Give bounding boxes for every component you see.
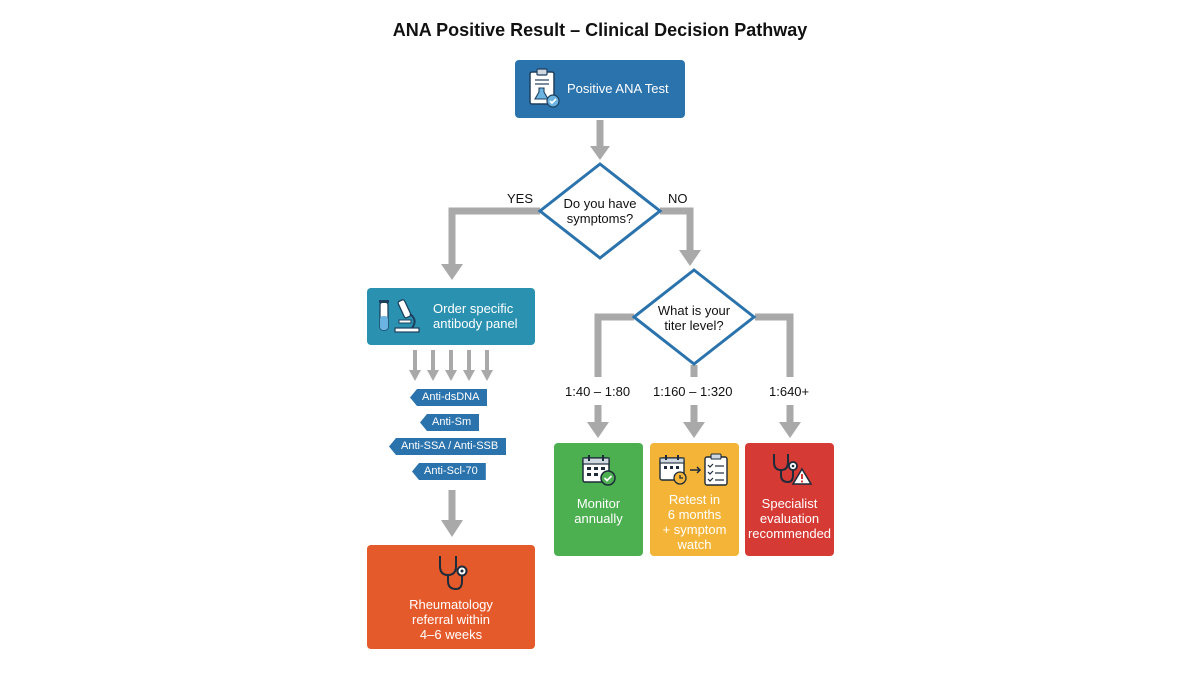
outcome-retest-line4: watch	[677, 537, 712, 552]
antibody-panel-node: Order specific antibody panel	[367, 288, 535, 345]
start-label: Positive ANA Test	[567, 81, 669, 96]
outcome-monitor-line2: annually	[574, 511, 623, 526]
decision-symptoms-line2: symptoms?	[566, 211, 634, 226]
calendar-clipboard-icon	[659, 453, 728, 486]
arrow-no	[660, 207, 694, 252]
outcome-retest-label: Retest in 6 months + symptom watch	[650, 492, 739, 552]
panel-label: Order specific antibody panel	[433, 301, 518, 331]
referral-line2: referral within	[411, 612, 491, 627]
antibody-tag-scl70: Anti-Scl-70	[412, 463, 486, 480]
outcome-retest-line2: 6 months	[667, 507, 722, 522]
arrowhead	[679, 250, 701, 266]
outcome-monitor-label: Monitor annually	[554, 496, 643, 526]
stethoscope-icon	[439, 556, 468, 591]
outcome-specialist-line2: evaluation	[759, 511, 820, 526]
decision-titer-line2: titer level?	[664, 318, 724, 333]
arrow-titer-low-top	[594, 313, 634, 377]
referral-line1: Rheumatology	[409, 597, 493, 612]
outcome-retest: Retest in 6 months + symptom watch	[650, 443, 739, 556]
outcome-specialist-label: Specialist evaluation recommended	[745, 496, 834, 541]
branch-no-label: NO	[668, 191, 688, 206]
stethoscope-warning-icon	[773, 454, 813, 485]
outcome-specialist-line1: Specialist	[761, 496, 818, 511]
antibody-tag-sm: Anti-Sm	[420, 414, 480, 431]
decision-titer-text: What is your titer level?	[650, 303, 738, 333]
titer-label-low: 1:40 – 1:80	[565, 384, 631, 399]
decision-symptoms-text: Do you have symptoms?	[560, 196, 640, 226]
outcome-retest-line3: + symptom	[662, 522, 727, 537]
outcome-specialist-line3: recommended	[747, 526, 832, 541]
start-node: Positive ANA Test	[515, 60, 685, 118]
decision-symptoms-line1: Do you have	[563, 196, 637, 211]
outcome-retest-line1: Retest in	[668, 492, 721, 507]
decision-titer-line1: What is your	[657, 303, 731, 318]
antibody-tag-ssa-ssb: Anti-SSA / Anti-SSB	[389, 438, 507, 455]
antibody-tag-dsdna: Anti-dsDNA	[410, 389, 488, 406]
page-title: ANA Positive Result – Clinical Decision …	[392, 20, 808, 40]
titer-label-high: 1:640+	[769, 384, 810, 399]
microscope-test-tube-icon	[379, 299, 420, 333]
referral-label: Rheumatology referral within 4–6 weeks	[367, 597, 535, 642]
outcome-specialist: Specialist evaluation recommended	[745, 443, 834, 556]
arrowhead	[590, 146, 610, 160]
panel-line1: Order specific	[433, 301, 514, 316]
decision-symptoms-diamond	[537, 162, 663, 260]
arrowhead	[441, 520, 463, 537]
arrow-titer-high-top	[755, 313, 794, 377]
calendar-check-icon	[582, 455, 616, 486]
arrow-yes	[448, 207, 540, 266]
decision-titer-diamond	[631, 268, 757, 366]
arrowhead	[441, 264, 463, 280]
outcome-monitor: Monitor annually	[554, 443, 643, 556]
titer-label-mid: 1:160 – 1:320	[653, 384, 733, 399]
referral-line3: 4–6 weeks	[419, 627, 483, 642]
panel-line2: antibody panel	[433, 316, 518, 331]
outcome-monitor-line1: Monitor	[576, 496, 621, 511]
clipboard-flask-icon	[529, 68, 560, 108]
branch-yes-label: YES	[507, 191, 534, 206]
referral-node: Rheumatology referral within 4–6 weeks	[367, 545, 535, 649]
